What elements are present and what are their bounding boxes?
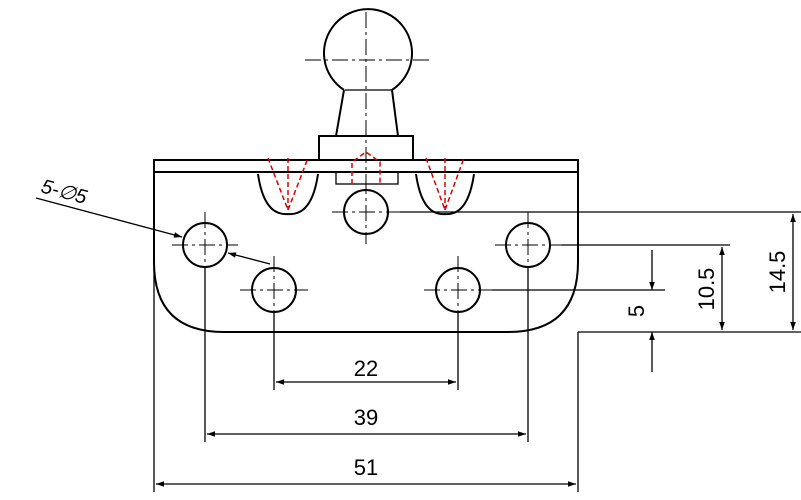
dimension-5: 5 — [624, 250, 655, 372]
base-plate — [153, 159, 579, 333]
ball-stud — [305, 8, 430, 180]
hole-callout-label: 5-∅5 — [39, 176, 90, 209]
countersink-right — [415, 173, 475, 216]
dimension-51-label: 51 — [354, 455, 378, 480]
dimension-5-label: 5 — [624, 305, 649, 317]
dimension-22-label: 22 — [354, 356, 378, 381]
dimension-10-5-label: 10.5 — [694, 268, 719, 311]
dimension-14-5: 14.5 — [765, 214, 796, 330]
countersink-left — [257, 173, 319, 216]
dimension-14-5-label: 14.5 — [765, 251, 790, 294]
hidden-lines — [267, 151, 465, 213]
dimension-10-5: 10.5 — [694, 247, 725, 330]
dimension-39: 39 — [204, 267, 529, 442]
extension-lines-right — [400, 211, 801, 333]
hole-center-top — [332, 178, 400, 244]
dimension-39-label: 39 — [354, 405, 378, 430]
dimension-22: 22 — [273, 312, 459, 390]
dimension-51: 51 — [153, 160, 579, 492]
